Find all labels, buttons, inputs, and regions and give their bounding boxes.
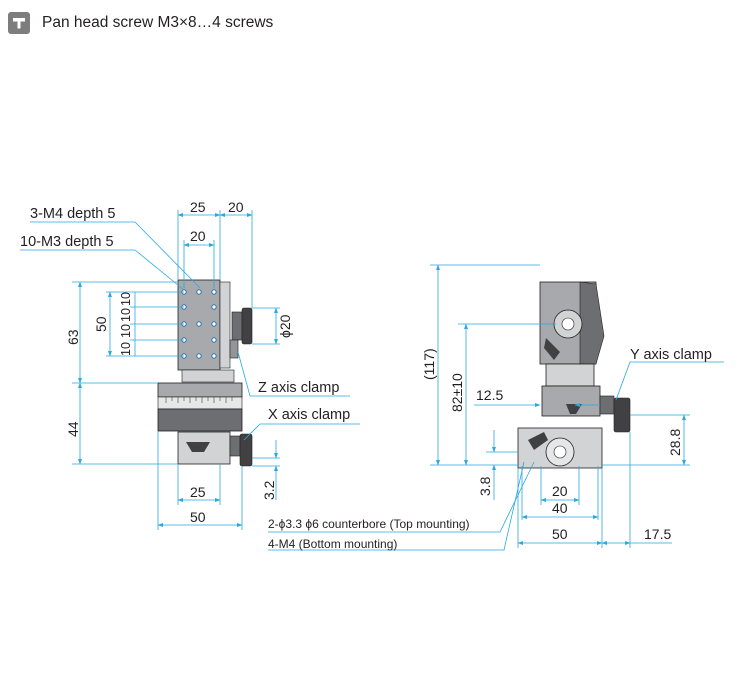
counterbore-label: 2-ϕ3.3 ϕ6 counterbore (Top mounting): [268, 517, 470, 531]
y-clamp-label: Y axis clamp: [630, 347, 712, 363]
dim-top-20a: 20: [190, 228, 206, 244]
header: Pan head screw M3×8…4 screws: [8, 10, 273, 36]
y-knob: [613, 397, 631, 433]
dim-top-20b: 20: [228, 199, 244, 215]
side-view: [517, 281, 631, 469]
x-clamp-label: X axis clamp: [268, 407, 350, 423]
x-knob: [239, 433, 253, 467]
dim-side-50: 50: [552, 526, 568, 542]
dim-knob-diameter: ϕ20: [277, 314, 293, 338]
dim-3-8: 3.8: [477, 476, 493, 496]
dim-bottom-50: 50: [190, 509, 206, 525]
dim-top-25: 25: [190, 199, 206, 215]
dim-bottom-25: 25: [190, 484, 206, 500]
dim-28-8: 28.8: [667, 429, 683, 456]
screw-icon: [8, 12, 30, 34]
z-clamp-label: Z axis clamp: [258, 380, 339, 396]
dim-height-82: 82±10: [449, 373, 465, 412]
dim-3-2: 3.2: [261, 480, 277, 500]
m3-depth-label: 10-M3 depth 5: [20, 234, 114, 250]
dim-side-20: 20: [552, 483, 568, 499]
dim-side-40: 40: [552, 500, 568, 516]
header-title: Pan head screw M3×8…4 screws: [42, 14, 274, 31]
dim-12-5: 12.5: [476, 387, 503, 403]
front-dimensions: [20, 210, 360, 530]
dim-pitch-10d: 10: [119, 342, 133, 356]
dim-pitch-10b: 10: [119, 308, 133, 322]
dim-height-117: (117): [421, 348, 437, 380]
bottom-mount-label: 4-M4 (Bottom mounting): [268, 537, 397, 551]
mounting-holes: [181, 289, 217, 359]
x-scale: [157, 396, 243, 410]
m4-depth-label: 3-M4 depth 5: [30, 206, 115, 222]
dim-pitch-10c: 10: [119, 324, 133, 338]
dim-left-63: 63: [65, 329, 81, 345]
front-view: [157, 279, 253, 467]
dim-pitch-10a: 10: [119, 292, 133, 306]
dim-17-5: 17.5: [644, 526, 671, 542]
z-knob: [241, 307, 253, 345]
dim-left-50: 50: [93, 316, 109, 332]
z-clamp-lever: [229, 339, 239, 359]
dim-left-44: 44: [65, 421, 81, 437]
side-dimensions: [268, 264, 724, 551]
